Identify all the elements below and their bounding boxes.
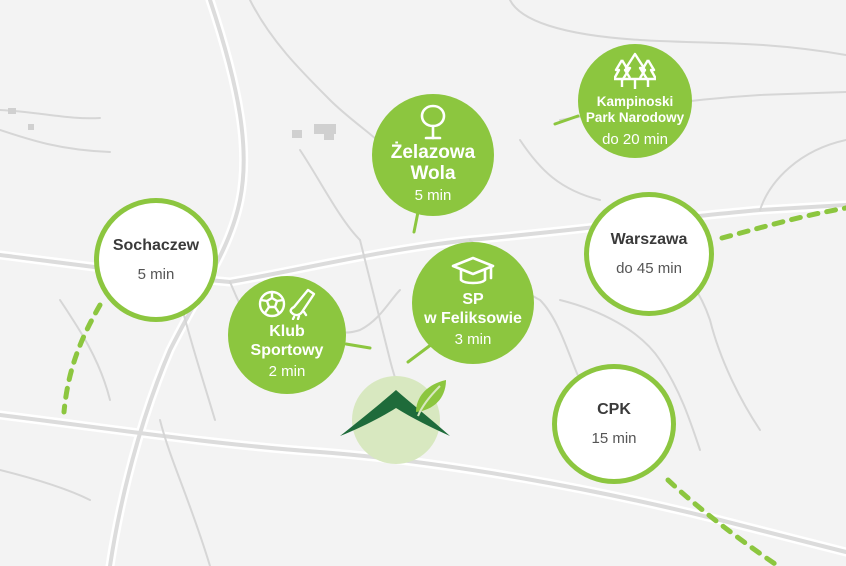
marker-time: 15 min: [591, 430, 637, 447]
marker-name-line: w Feliksowie: [424, 310, 522, 327]
marker-time: 2 min: [268, 363, 306, 380]
marker-name: Sochaczew: [112, 237, 200, 254]
marker-cpk[interactable]: CPK 15 min: [552, 364, 676, 484]
leaf-vein-icon: [417, 385, 441, 417]
marker-name-line: Wola: [410, 163, 456, 184]
marker-zelazowa[interactable]: Żelazowa Wola 5 min: [372, 94, 494, 216]
marker-name-line: Park Narodowy: [585, 110, 685, 125]
marker-name-line: Klub: [269, 323, 305, 340]
marker-sp[interactable]: SP w Feliksowie 3 min: [412, 242, 534, 364]
football-boot-icon: [258, 288, 316, 320]
logo-circle: [352, 376, 440, 464]
roof-icon: [340, 390, 450, 436]
tree-icon: [420, 104, 446, 140]
marker-time: 3 min: [454, 331, 492, 348]
marker-time: do 45 min: [616, 260, 682, 277]
estate-logo[interactable]: [340, 368, 450, 464]
marker-name-line: Sportowy: [250, 342, 324, 359]
marker-sochaczew[interactable]: Sochaczew 5 min: [94, 198, 218, 322]
marker-time: do 20 min: [602, 131, 668, 148]
marker-name: CPK: [597, 401, 631, 418]
marker-time: 5 min: [137, 266, 175, 283]
marker-name: Warszawa: [610, 231, 688, 248]
marker-name-line: Kampinoski: [596, 94, 674, 109]
marker-klub[interactable]: Klub Sportowy 2 min: [228, 276, 346, 394]
graduation-cap-icon: [451, 256, 495, 285]
marker-kampinoski[interactable]: Kampinoski Park Narodowy do 20 min: [578, 44, 692, 158]
marker-name-line: SP: [462, 291, 484, 308]
marker-time: 5 min: [414, 187, 452, 204]
marker-name-line: Żelazowa: [390, 142, 476, 163]
marker-warszawa[interactable]: Warszawa do 45 min: [584, 192, 714, 316]
forest-icon: [614, 52, 656, 89]
